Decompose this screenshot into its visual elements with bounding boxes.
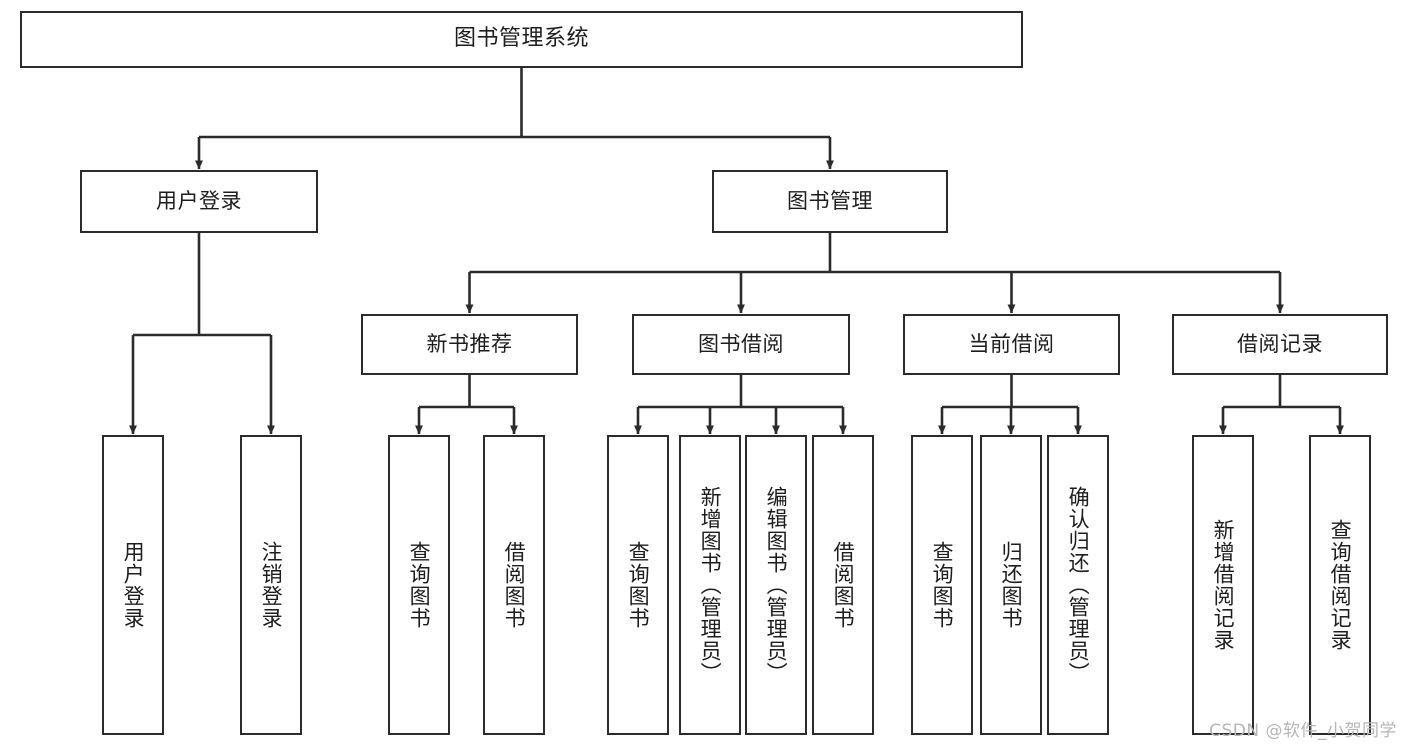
node-l3-d2[interactable]: 归还图书 <box>980 435 1042 735</box>
node-l2-current[interactable]: 当前借阅 <box>903 314 1120 375</box>
node-label: 借阅图书 <box>502 541 527 629</box>
node-l3-d3[interactable]: 确认归还（管理员） <box>1047 435 1109 735</box>
node-l3-c3[interactable]: 编辑图书（管理员） <box>745 435 807 735</box>
node-label: 图书借阅 <box>698 331 784 356</box>
node-l3-b1[interactable]: 查询图书 <box>388 435 450 735</box>
node-label: 当前借阅 <box>968 331 1055 356</box>
node-label: 借阅图书 <box>831 541 856 629</box>
node-label: 编辑图书（管理员） <box>764 486 789 684</box>
node-label: 确认归还（管理员） <box>1066 486 1091 684</box>
node-label: 查询图书 <box>407 541 432 629</box>
node-label: 新增借阅记录 <box>1211 519 1236 651</box>
node-l2-borrow[interactable]: 图书借阅 <box>632 314 850 375</box>
node-l3-b2[interactable]: 借阅图书 <box>483 435 545 735</box>
node-l2-newbook[interactable]: 新书推荐 <box>361 314 578 375</box>
node-label: 用户登录 <box>156 188 242 213</box>
node-l3-c1[interactable]: 查询图书 <box>607 435 669 735</box>
node-label: 新书推荐 <box>426 331 513 356</box>
node-label: 归还图书 <box>999 541 1024 629</box>
node-l3-e1[interactable]: 新增借阅记录 <box>1192 435 1254 735</box>
node-l3-a1[interactable]: 用户登录 <box>102 435 164 735</box>
node-label: 用户登录 <box>121 541 146 629</box>
node-label: 新增图书（管理员） <box>698 486 723 684</box>
node-l1-login[interactable]: 用户登录 <box>80 170 318 233</box>
node-l1-book[interactable]: 图书管理 <box>712 170 948 233</box>
node-l3-e2[interactable]: 查询借阅记录 <box>1309 435 1371 735</box>
node-root[interactable]: 图书管理系统 <box>20 11 1023 68</box>
node-l3-c4[interactable]: 借阅图书 <box>812 435 874 735</box>
node-label: 注销登录 <box>259 541 284 629</box>
node-label: 借阅记录 <box>1237 331 1323 356</box>
node-label: 图书管理系统 <box>453 26 589 52</box>
node-l3-d1[interactable]: 查询图书 <box>911 435 973 735</box>
node-label: 图书管理 <box>787 188 873 213</box>
watermark: CSDN @软件_小贺同学 <box>1209 721 1397 741</box>
node-l3-a2[interactable]: 注销登录 <box>240 435 302 735</box>
node-label: 查询借阅记录 <box>1328 519 1353 651</box>
node-label: 查询图书 <box>930 541 955 629</box>
node-l2-record[interactable]: 借阅记录 <box>1172 314 1388 375</box>
node-label: 查询图书 <box>626 541 651 629</box>
node-l3-c2[interactable]: 新增图书（管理员） <box>679 435 741 735</box>
